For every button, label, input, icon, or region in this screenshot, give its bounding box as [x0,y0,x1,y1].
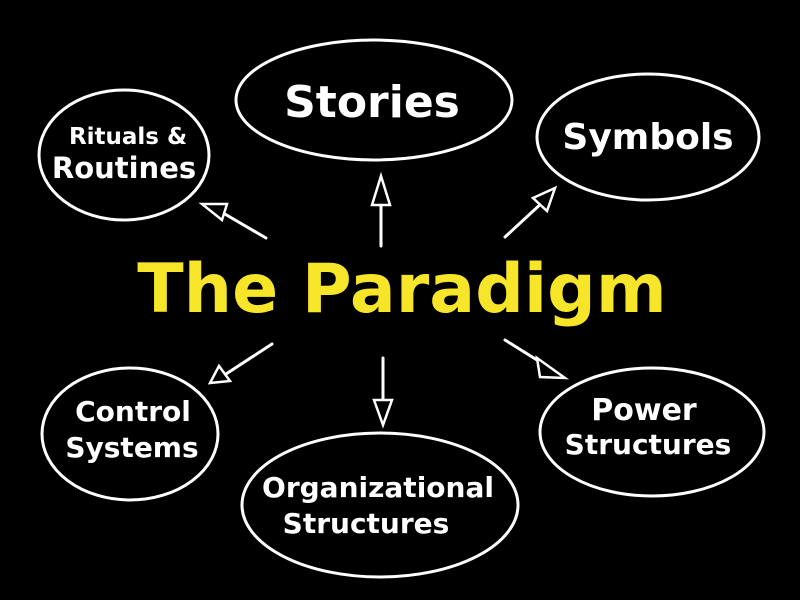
arrow-to-power [503,338,570,380]
arrow-to-symbols [503,185,558,239]
organizational-label-line1: Organizational [262,471,494,504]
arrow-to-organizational [372,356,394,429]
stories-ellipse [234,38,514,162]
symbols-label: Symbols [562,117,733,158]
arrow-to-control [207,342,274,385]
rituals-label-line2: Routines [52,151,196,185]
center-title: The Paradigm [137,250,666,329]
symbols-ellipse [535,72,761,202]
arrow-to-stories [370,171,392,248]
node-ellipses [37,38,766,579]
stories-label: Stories [284,77,460,128]
organizational-ellipse [240,431,520,579]
connectors [198,171,570,429]
control-label-line1: Control [75,395,191,428]
control-ellipse [40,366,220,502]
rituals-ellipse [37,88,211,222]
organizational-label-line2: Structures [283,507,450,540]
control-label-line2: Systems [65,431,198,464]
rituals-label-line1: Rituals & [69,124,187,150]
power-label-line1: Power [591,393,697,428]
power-label-line2: Structures [565,428,732,461]
power-ellipse [538,366,766,498]
arrow-to-rituals [198,202,268,240]
